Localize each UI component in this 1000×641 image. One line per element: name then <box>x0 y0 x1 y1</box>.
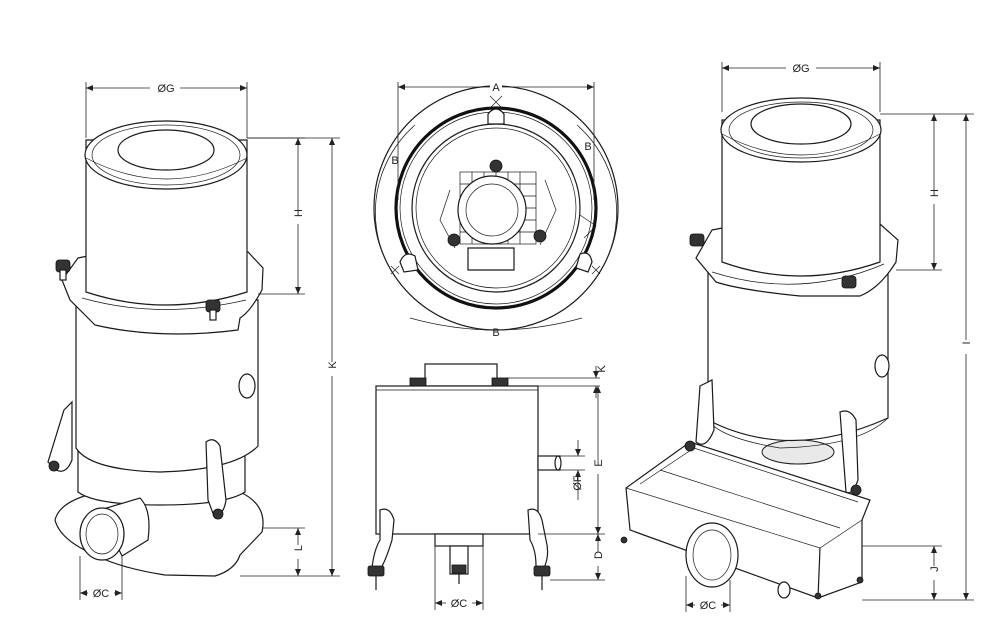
label-A: A <box>492 82 500 94</box>
label-E: E <box>593 459 605 466</box>
label-B-left: B <box>391 155 398 167</box>
main-body <box>75 299 259 473</box>
label-C-iso: ØC <box>700 600 717 612</box>
label-F: ØF <box>572 475 584 491</box>
iso-base-box <box>625 441 871 599</box>
iso-upper-cylinder <box>721 119 881 277</box>
knob-left <box>55 259 71 281</box>
top-view: A B B B <box>373 80 619 339</box>
label-L: L <box>293 545 305 551</box>
label-H: H <box>293 209 305 217</box>
label-K: K <box>327 361 339 369</box>
label-B-bottom: B <box>492 327 499 339</box>
side-view: ØG H K L ØC <box>47 81 340 600</box>
label-D: D <box>593 551 605 559</box>
label-C-front: ØC <box>451 598 468 610</box>
label-I: I <box>961 341 973 344</box>
front-view: K E D ØF ØC <box>367 363 608 610</box>
knob-right <box>205 299 221 321</box>
label-H-iso: H <box>929 189 941 197</box>
label-C-side: ØC <box>93 588 110 600</box>
label-G: ØG <box>157 83 174 95</box>
label-B-right: B <box>584 141 591 153</box>
label-J: J <box>929 566 941 572</box>
front-box <box>375 385 539 535</box>
iso-main-body <box>707 269 889 442</box>
isometric-view: ØG H I J ØC <box>620 61 974 612</box>
label-K-front: K <box>596 365 608 373</box>
label-G-iso: ØG <box>792 63 809 75</box>
